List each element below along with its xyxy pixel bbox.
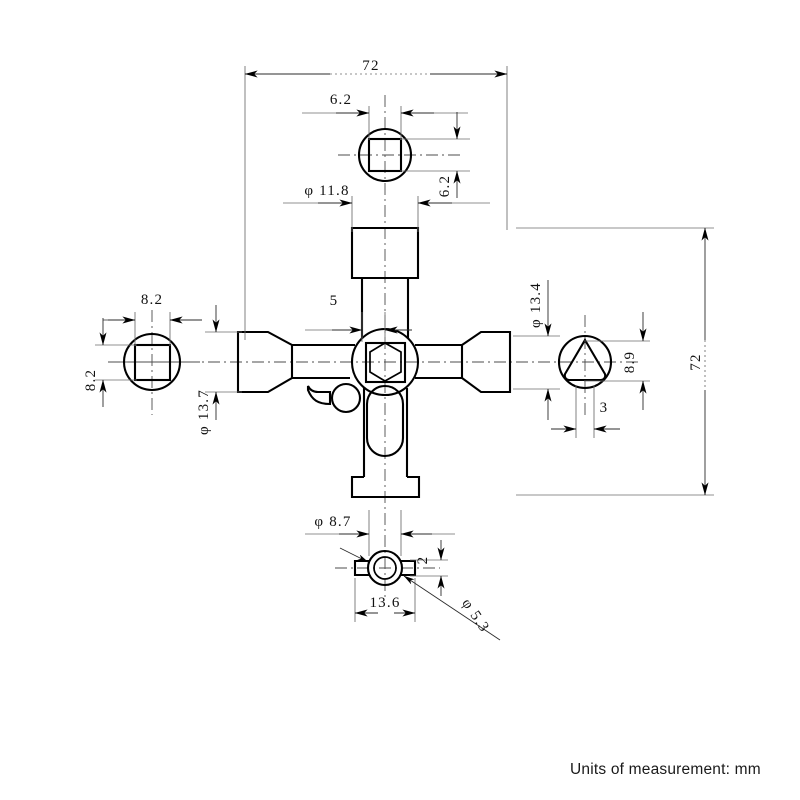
centerlines xyxy=(108,95,640,600)
left-socket-detail xyxy=(122,332,182,392)
dim-label-bottom-tab-thickness: 2 xyxy=(415,556,431,565)
dim-label-bottom-blade-dia: φ 8.7 xyxy=(314,514,351,530)
dim-label-right-triangle-width: 3 xyxy=(600,400,609,416)
dim-label-right-barrel-dia: φ 13.4 xyxy=(528,282,544,328)
cross-key-body xyxy=(236,226,512,499)
dim-label-top-barrel-dia: φ 11.8 xyxy=(304,183,349,199)
dim-right-triangle-width: 3 xyxy=(551,385,620,438)
dim-bottom-blade-dia: φ 8.7 xyxy=(305,510,455,556)
dim-overall-height: 72 xyxy=(516,227,714,496)
dim-top-square-width: 6.2 xyxy=(302,92,468,140)
dim-left-square-width: 8.2 xyxy=(103,292,202,346)
dim-label-top-square-width: 6.2 xyxy=(330,92,352,108)
dim-top-square-height: 6.2 xyxy=(400,112,470,198)
right-socket-detail xyxy=(557,334,613,390)
dim-label-bottom-blade-length: 13.6 xyxy=(369,595,400,611)
dim-label-top-square-height: 6.2 xyxy=(437,175,453,197)
dim-left-square-height: 8.2 xyxy=(83,318,137,407)
dim-left-barrel-dia: φ 13.7 xyxy=(196,305,242,435)
dim-label-left-square-width: 8.2 xyxy=(141,292,163,308)
dim-right-barrel-dia: φ 13.4 xyxy=(513,280,560,420)
dim-right-triangle-height: 8.9 xyxy=(584,312,650,410)
dim-label-left-square-height: 8.2 xyxy=(83,369,99,391)
dim-label-left-barrel-dia: φ 13.7 xyxy=(196,389,212,435)
dim-label-right-triangle-height: 8.9 xyxy=(622,351,638,373)
dim-top-barrel-dia: φ 11.8 xyxy=(283,183,490,232)
dim-label-overall-height: 72 xyxy=(688,353,704,370)
dim-bottom-tab-thickness: 2 xyxy=(410,540,448,596)
top-socket-detail xyxy=(357,127,413,183)
units-of-measurement-note: Units of measurement: mm xyxy=(570,761,761,778)
dim-overall-width: 72 xyxy=(244,58,508,340)
dim-center-shaft-width: 5 xyxy=(305,293,412,342)
dim-label-center-shaft-width: 5 xyxy=(330,293,339,309)
dim-label-overall-width: 72 xyxy=(362,58,379,74)
dim-bottom-blade-length: 13.6 xyxy=(354,578,416,622)
